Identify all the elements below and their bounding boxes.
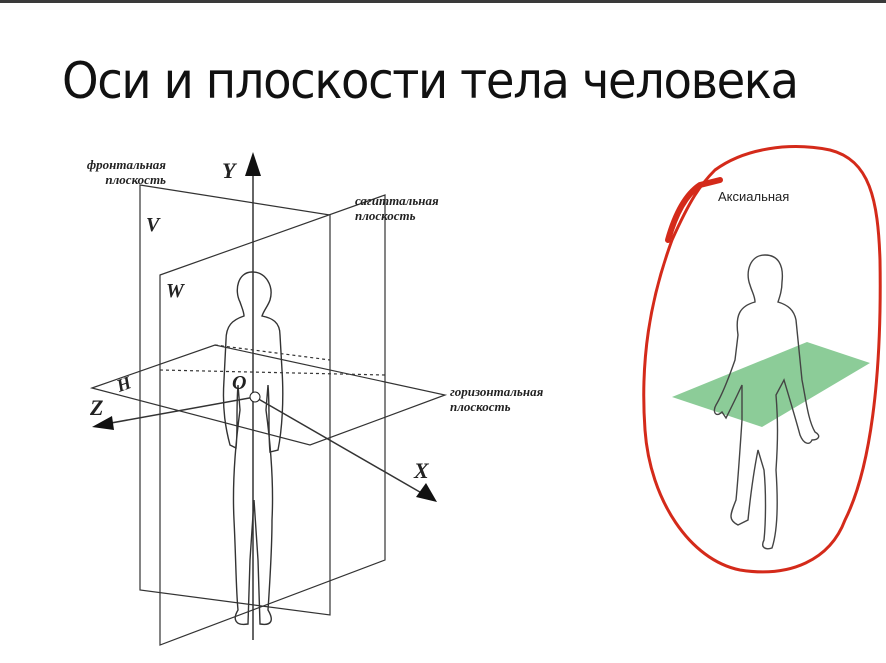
y-axis-label: Y: [222, 158, 236, 183]
origin-point: [249, 391, 261, 403]
axial-plane: [672, 342, 870, 427]
frontal-plane-label: фронтальная плоскость: [86, 157, 166, 187]
human-figure: [222, 271, 284, 626]
sagittal-plane: [159, 194, 386, 646]
origin-label: O: [232, 372, 247, 394]
axial-plane-label: Аксиальная: [718, 189, 790, 204]
human-figure-axial: [713, 254, 820, 550]
red-pen-stroke: [665, 177, 723, 243]
x-arrow-icon: [416, 483, 437, 502]
slide-title: Оси и плоскости тела человека: [62, 52, 799, 110]
plane-w-label: W: [166, 280, 184, 302]
x-axis-label: X: [414, 458, 429, 483]
z-arrow-icon: [92, 416, 114, 430]
red-circle-annotation: [642, 145, 882, 574]
plane-v-label: V: [146, 214, 160, 236]
horizontal-plane-label: горизонтальная плоскость: [450, 384, 544, 414]
sagittal-plane-label: сагиттальная плоскость: [355, 193, 439, 223]
top-border: [0, 0, 886, 3]
y-arrow-icon: [245, 152, 261, 176]
x-axis: [254, 396, 426, 496]
z-axis-label: Z: [90, 395, 104, 420]
z-axis: [99, 396, 256, 426]
frontal-plane: [139, 184, 331, 616]
